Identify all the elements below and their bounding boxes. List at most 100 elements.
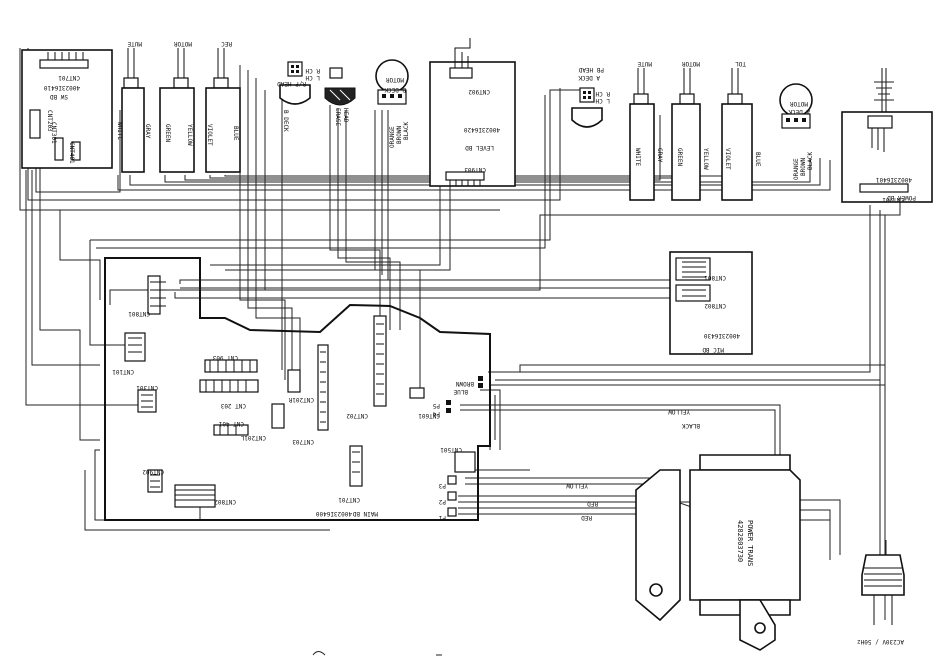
a-deck-pb-head-label: PB HEAD	[578, 66, 604, 73]
wire-blue-label: BLUE	[232, 126, 239, 141]
transformer-name-label: POWER TRANS	[746, 520, 754, 566]
rp-head-label: R/P HEAD	[277, 80, 306, 87]
sw-board-name-label: SW BD	[50, 93, 68, 100]
a-motor: MOTOR A DECK BLACK BROWN ORANGE	[779, 83, 814, 180]
level-board-cnt903	[445, 171, 485, 181]
main-board-part-label: 40023I6400	[315, 510, 352, 517]
a-wire-yellow-label: YELLOW	[702, 148, 709, 170]
harness-yellow-label-1: YELLOW	[668, 408, 690, 415]
a-motor-label: MOTOR	[790, 100, 808, 107]
harness-red-label-2: RED	[581, 514, 592, 521]
main-p3-terminal	[447, 475, 457, 485]
main-board-name-label: MAIN BD	[352, 510, 378, 517]
mic-board-cnt801	[675, 257, 711, 281]
main-cnt501-label: CNT501	[440, 446, 462, 453]
harness-labels: YELLOW BLACK YELLOW RED RED	[566, 408, 700, 521]
switch-mute-label: MUTE	[127, 40, 142, 47]
a-motor-wire-brown-label: BROWN	[800, 158, 807, 176]
main-blue-label: BLUE	[453, 388, 468, 395]
sw-board-connector-top	[39, 59, 89, 69]
level-board-part-label: 40023I6420	[463, 126, 500, 133]
sw-board-cnt203	[29, 109, 41, 139]
main-cnt801	[147, 275, 161, 315]
a-deck-head-icon	[571, 107, 603, 128]
switch-rec-label: REC	[221, 40, 232, 47]
main-p1-label: P1	[438, 514, 446, 521]
tol-switch	[721, 68, 753, 201]
main-cnt601-label: CNT601	[418, 412, 440, 419]
main-cnt201r-label: CNT201R	[288, 396, 314, 403]
a-wire-white-label: WHITE	[634, 148, 641, 166]
wire-gray-label: GRAY	[144, 124, 151, 139]
top-left-switches: MUTE MOTOR REC WHITE GRAY GREEN YELLOW V…	[116, 40, 241, 173]
erase-head-connector	[329, 67, 343, 79]
switch-a-mute-label: MUTE	[637, 60, 652, 67]
main-cnt203	[199, 379, 259, 393]
main-cnt101	[124, 332, 146, 362]
main-cnt701	[349, 445, 363, 487]
main-cnt701-label: CNT701	[338, 496, 360, 503]
transformer-left-bracket	[635, 469, 681, 622]
mic-board: CNT801 CNT802 40023I6430 MIC BD	[669, 251, 753, 355]
rp-head-icon	[279, 84, 311, 105]
a-deck-label: A DECK	[578, 74, 600, 81]
mute-switch	[121, 48, 145, 173]
level-board-cnt903-label: CNT903	[464, 166, 486, 173]
wire-green-label: GREEN	[164, 124, 171, 142]
a-wire-green-label: GREEN	[676, 148, 683, 166]
sw-board-cnt701-label: CNT701	[58, 74, 80, 81]
main-p2-label: P2	[438, 498, 446, 505]
mic-board-name-label: MIC BD	[702, 346, 724, 353]
main-p2-terminal	[447, 491, 457, 501]
harness-black-label: BLACK	[682, 422, 700, 429]
power-board-name-label: POWER BD	[887, 194, 916, 201]
b-deck: L CH R CH R/P HEAD B DECK ERASE HEAD MOT…	[277, 59, 410, 148]
main-cnt802-label: CNT802	[214, 498, 236, 505]
main-cnt201l	[271, 403, 285, 429]
wire-violet-label: VIOLET	[206, 124, 213, 146]
a-wire-gray-label: GRAY	[656, 148, 663, 163]
main-p4-label: P4	[432, 410, 440, 417]
power-board-connector-label: CNT701	[882, 196, 904, 203]
b-motor-label: MOTOR	[386, 76, 404, 83]
transformer-core	[689, 469, 801, 601]
main-board-outline	[104, 257, 491, 521]
power-board-cnt701	[859, 183, 909, 193]
main-cnt801-label: CNT801	[128, 310, 150, 317]
main-cnt101-label: CNT101	[112, 368, 134, 375]
harness-red-label-1: RED	[587, 500, 598, 507]
switch-a-motor-label: MOTOR	[682, 60, 700, 67]
b-deck-label: B DECK	[282, 110, 289, 132]
mic-board-cnt802-label: CNT802	[704, 302, 726, 309]
sw-board: CNT701 40023I6410 SW BD CNT203 CNT301 CN…	[21, 49, 113, 169]
b-deck-rch-label: R CH	[305, 67, 320, 74]
main-board: CNT801 CNT101 CNT301 CNT902 CNT 903 CNT …	[104, 257, 491, 521]
sw-board-cnt301-label: CNT301	[50, 122, 57, 144]
harness-yellow-label-2: YELLOW	[566, 482, 588, 489]
sw-board-cnt203-label: CNT203	[46, 110, 53, 132]
main-p5-label: P5	[432, 402, 440, 409]
a-motor-wire-orange-label: ORANGE	[793, 158, 800, 180]
plug-rating-label: AC230V / 50Hz	[857, 638, 904, 645]
b-motor-wire-black-label: BLACK	[403, 122, 410, 140]
main-p3-label: P3	[438, 482, 446, 489]
a-deck-lch-label: L CH	[595, 97, 610, 104]
main-cnt201l-label: CNT201L	[240, 434, 266, 441]
main-cnt902-label: CNT902	[142, 468, 164, 475]
b-deck-lch-label: L CH	[305, 74, 320, 81]
level-board-name-label: LEVEL BD	[465, 144, 494, 151]
b-motor-deck-label: B DECK	[384, 86, 406, 93]
main-cnt401	[213, 424, 249, 436]
level-board: CNT902 40023I6420 LEVEL BD CNT903	[429, 38, 516, 187]
main-cnt703	[317, 344, 329, 431]
a-deck-head-connector	[579, 87, 595, 103]
main-brown-label: BROWN	[456, 380, 474, 387]
mic-board-part-label: 40023I6430	[703, 332, 740, 339]
sw-board-part-label: 40023I6410	[43, 84, 80, 91]
main-cnt203-label: CNT 203	[220, 402, 246, 409]
a-motor-wire-black-label: BLACK	[807, 152, 814, 170]
sw-board-cnt401	[71, 141, 81, 161]
wire-white-label: WHITE	[116, 122, 123, 140]
main-cnt601	[409, 387, 425, 399]
